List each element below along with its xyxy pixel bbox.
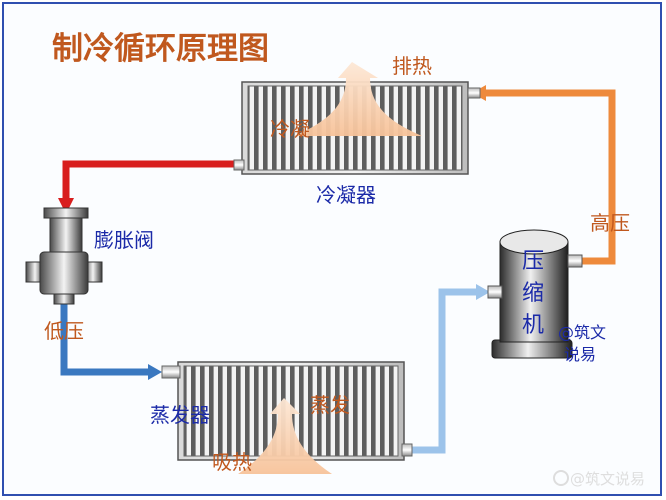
suction-pipe (404, 288, 482, 454)
heat-absorb-arrow-icon (238, 398, 332, 474)
compressor (487, 229, 583, 359)
hot-liquid-pipe (62, 160, 234, 207)
evaporator-label: 蒸发器 (150, 403, 210, 427)
watermark-text: @筑文说易 (570, 470, 645, 488)
heat-release-arrow-icon (294, 62, 422, 136)
expansion-valve-label: 膨胀阀 (94, 228, 154, 252)
heat-release-label: 排热 (392, 54, 432, 78)
expansion-valve (25, 207, 103, 305)
high-pressure-pipe (484, 89, 616, 265)
refrigeration-cycle-diagram: 制冷循环原理图 冷凝 排热 冷凝器 膨胀阀 低压 压 缩 (25, 31, 645, 488)
credit-line-1: @筑文 (558, 323, 606, 342)
low-pressure-pipe (60, 302, 150, 376)
suction-pipe-arrow (476, 284, 490, 300)
evaporating-label: 蒸发 (310, 393, 350, 417)
compressor-label-3: 机 (522, 313, 544, 338)
compressor-label-2: 缩 (522, 281, 544, 306)
diagram-frame: 制冷循环原理图 冷凝 排热 冷凝器 膨胀阀 低压 压 缩 (2, 2, 662, 496)
watermark-logo-icon (553, 470, 569, 486)
low-pipe-arrow (148, 364, 162, 380)
condensing-label: 冷凝 (270, 117, 310, 141)
diagram-title: 制冷循环原理图 (52, 31, 269, 67)
hot-pipe-arrow (58, 198, 74, 214)
credit-line-2: 说易 (564, 345, 596, 364)
low-pressure-label: 低压 (44, 319, 84, 343)
compressor-label-1: 压 (522, 249, 544, 274)
watermark: @筑文说易 (553, 470, 645, 488)
heat-absorb-label: 吸热 (212, 450, 252, 474)
condenser (233, 62, 481, 175)
high-pressure-label: 高压 (590, 211, 630, 235)
condenser-label: 冷凝器 (316, 183, 376, 207)
evaporator (161, 361, 413, 474)
